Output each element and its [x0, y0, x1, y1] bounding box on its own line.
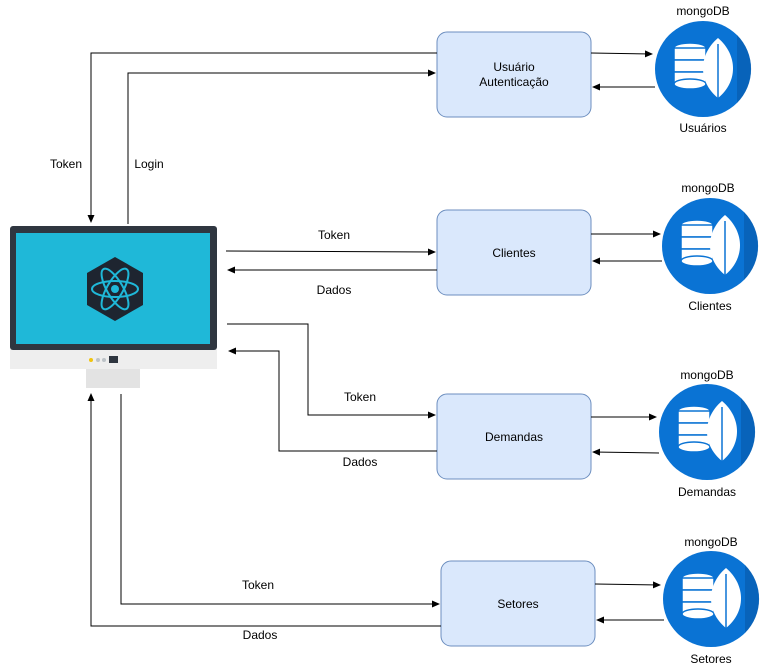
service-box-usuario[interactable]: Usuário Autenticação [436, 31, 592, 118]
edge-label-demandas-dados: Dados [343, 455, 378, 469]
react-client-monitor-icon [10, 226, 217, 388]
db-title-clientes: mongoDB [681, 181, 734, 195]
edge-label-setores-dados: Dados [243, 628, 278, 642]
edge-label-clientes-dados: Dados [317, 283, 352, 297]
arrow-usuario-token [87, 52, 437, 223]
db-name-clientes: Clientes [688, 299, 731, 313]
edge-label-usuario-login: Login [134, 157, 163, 171]
service-label-clientes: Clientes [492, 246, 535, 260]
arrow-demandas-token [227, 323, 436, 419]
arrow-setores-dados [87, 393, 441, 627]
mongodb-setores-icon: mongoDB Setores [663, 535, 760, 666]
mongodb-demandas-icon: mongoDB Demandas [659, 368, 756, 499]
arrow-setores-token [120, 394, 440, 608]
db-name-demandas: Demandas [678, 485, 736, 499]
db-name-setores: Setores [690, 652, 731, 666]
arrow-usuario-db-out [590, 50, 653, 58]
arrow-demandas-dados [228, 347, 437, 452]
arrow-usuario-login [127, 69, 436, 224]
arrow-demandas-db-in [592, 448, 660, 456]
service-box-clientes[interactable]: Clientes [436, 209, 592, 296]
edge-label-demandas-token: Token [344, 390, 376, 404]
service-box-setores[interactable]: Setores [440, 560, 596, 647]
service-label-demandas: Demandas [485, 430, 543, 444]
db-title-setores: mongoDB [684, 535, 737, 549]
edge-label-clientes-token: Token [318, 228, 350, 242]
mongodb-clientes-icon: mongoDB Clientes [662, 181, 759, 313]
arrow-clientes-token [225, 248, 436, 256]
monitor-stand [86, 369, 140, 388]
db-title-demandas: mongoDB [680, 368, 733, 382]
react-logo-icon [87, 257, 143, 321]
db-title-usuarios: mongoDB [676, 4, 729, 18]
edge-label-usuario-token: Token [50, 157, 82, 171]
service-label-usuario-line2: Autenticação [479, 75, 549, 89]
db-name-usuarios: Usuários [679, 121, 726, 135]
arrow-setores-db-out [594, 581, 661, 589]
service-label-usuario-line1: Usuário [493, 60, 535, 74]
service-box-demandas[interactable]: Demandas [436, 393, 592, 480]
edge-label-setores-token: Token [242, 578, 274, 592]
service-label-setores: Setores [497, 597, 538, 611]
mongodb-usuarios-icon: mongoDB Usuários [655, 4, 752, 135]
